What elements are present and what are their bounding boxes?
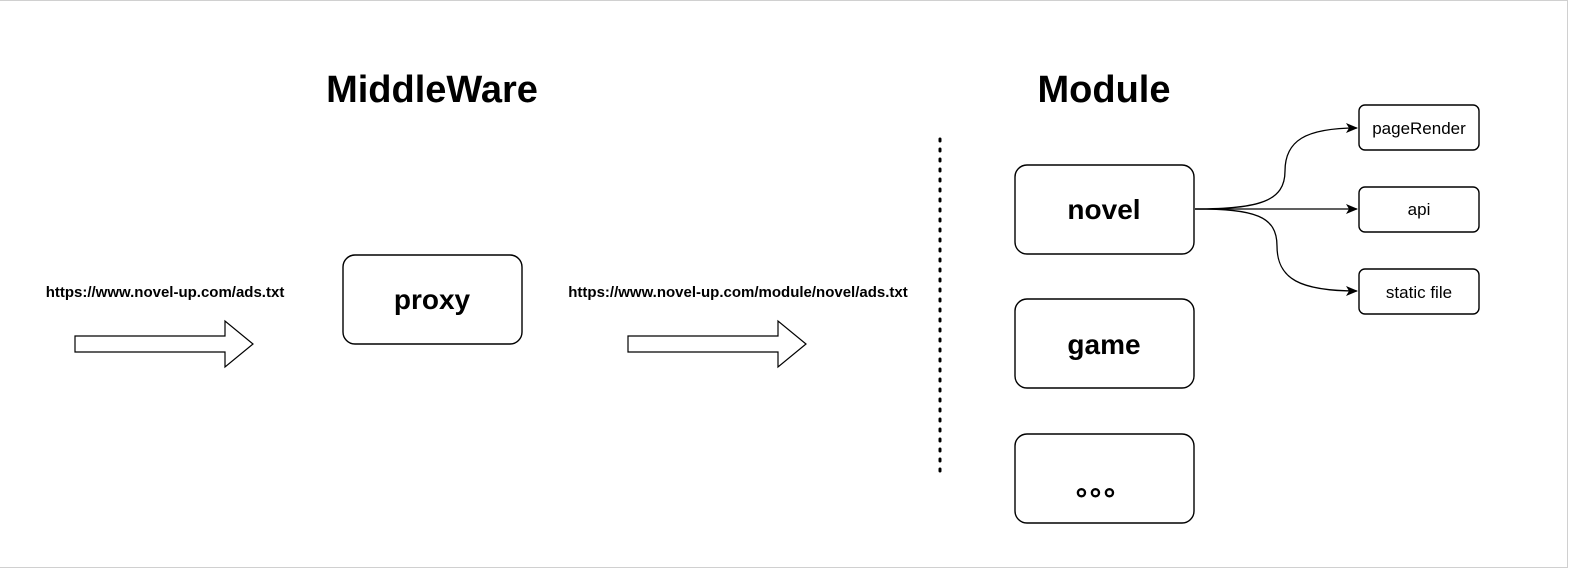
pagerender-box: pageRender [1358, 104, 1480, 151]
pagerender-label: pageRender [1372, 119, 1466, 138]
api-label: api [1408, 200, 1431, 219]
more-modules-label: 。。。 [1076, 470, 1132, 501]
proxy-box: proxy [342, 254, 523, 345]
novel-to-staticfile-connector [1194, 208, 1358, 296]
novel-to-pagerender-connector [1194, 123, 1358, 210]
staticfile-box: static file [1358, 268, 1480, 315]
api-box: api [1358, 186, 1480, 233]
rewritten-flow-arrow [627, 319, 807, 369]
game-label: game [1067, 329, 1140, 360]
module-title: Module [1038, 69, 1171, 111]
staticfile-label: static file [1386, 283, 1452, 302]
more-modules-box: 。。。 [1014, 433, 1195, 524]
input-url-label: https://www.novel-up.com/ads.txt [46, 284, 285, 301]
game-module-box: game [1014, 298, 1195, 389]
proxy-label: proxy [394, 284, 471, 315]
input-flow-arrow [74, 319, 254, 369]
novel-label: novel [1067, 194, 1140, 225]
rewritten-url-label: https://www.novel-up.com/module/novel/ad… [568, 284, 907, 301]
middleware-title: MiddleWare [326, 69, 538, 111]
novel-module-box: novel [1014, 164, 1195, 255]
